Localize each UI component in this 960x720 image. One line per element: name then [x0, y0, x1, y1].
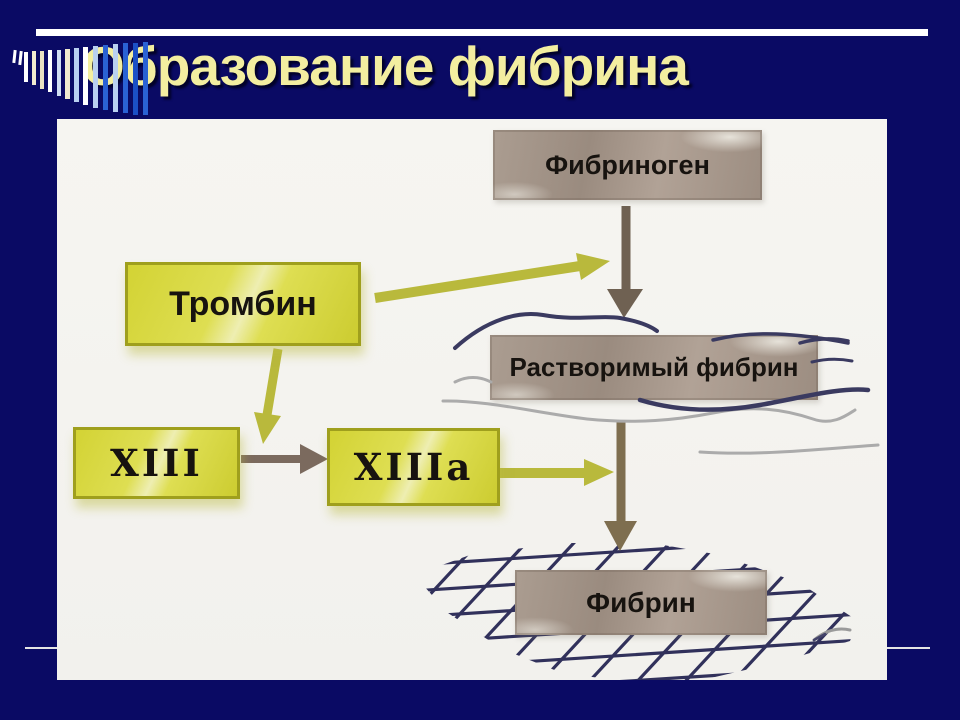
node-soluble-fibrin-label: Растворимый фибрин	[509, 352, 799, 382]
fibrin-strands-layer	[441, 312, 880, 642]
diagram-figure: Фибриноген Тромбин Растворимый фибрин XI…	[57, 119, 887, 680]
node-thrombin: Тромбин	[125, 262, 361, 346]
node-fibrin-label: Фибрин	[586, 586, 696, 618]
decorative-bar	[57, 50, 61, 96]
node-thrombin-label: Тромбин	[169, 284, 317, 323]
arrow-xiiia-to-fibrin-reaction	[498, 459, 614, 486]
fibrin-strand	[698, 443, 880, 455]
decorative-bar	[24, 52, 28, 82]
fibrin-strand	[810, 357, 854, 364]
decorative-bar	[48, 50, 52, 92]
arrow-thrombin-to-fibrinogen-reaction	[374, 253, 610, 303]
arrow-thrombin-to-xiii-reaction	[254, 348, 283, 444]
decorative-bar	[133, 43, 138, 115]
fibrin-strand	[798, 337, 850, 345]
node-fibrinogen-label: Фибриноген	[545, 149, 710, 180]
node-factor-xiii-label: XIII	[110, 441, 203, 485]
node-fibrinogen: Фибриноген	[493, 130, 762, 200]
fibrin-strand	[812, 632, 827, 642]
decorative-bar	[74, 48, 79, 102]
decorative-bar	[123, 43, 128, 113]
slide-title: Образование фибрина	[82, 35, 689, 97]
decorative-bar	[40, 51, 44, 89]
fibrin-strand	[637, 387, 871, 412]
node-factor-xiiia-label: XIIIa	[353, 445, 474, 489]
decorative-tick	[18, 50, 23, 66]
fibrin-strand	[441, 399, 857, 423]
decorative-bar	[143, 42, 148, 115]
fibrin-strand	[453, 376, 493, 384]
fibrin-strand	[453, 312, 659, 350]
node-soluble-fibrin: Растворимый фибрин	[490, 335, 818, 400]
decorative-bar	[103, 45, 108, 110]
arrow-soluble-to-fibrin	[604, 421, 637, 551]
decorative-tick	[12, 49, 17, 64]
arrow-fibrinogen-to-soluble	[607, 206, 643, 318]
decorative-bar	[65, 49, 70, 99]
top-rule	[36, 29, 928, 36]
decorative-bar	[93, 46, 98, 108]
decorative-bar	[113, 44, 118, 112]
arrow-xiii-to-xiiia	[241, 444, 328, 474]
node-factor-xiii: XIII	[73, 427, 240, 499]
node-factor-xiiia: XIIIa	[327, 428, 500, 506]
node-fibrin: Фибрин	[515, 570, 767, 635]
decorative-bar	[83, 47, 88, 105]
decorative-bar	[32, 51, 36, 85]
